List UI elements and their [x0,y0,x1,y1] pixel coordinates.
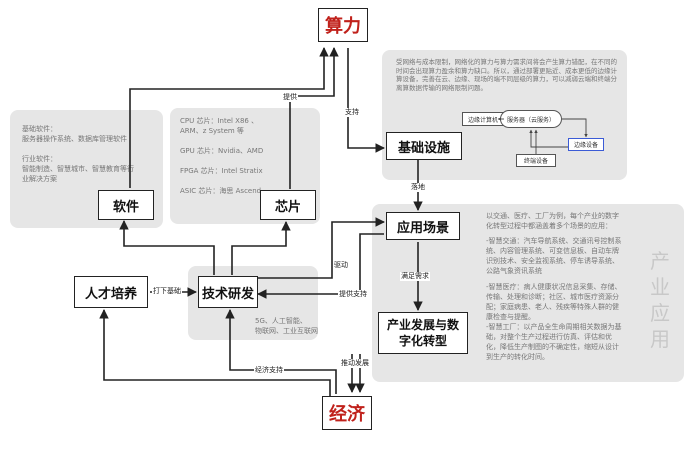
edge-label-provide: 提供 [282,93,298,102]
edge-label-support: 支持 [344,108,360,117]
edge-label-landing: 落地 [410,183,426,192]
apps-factory: -智慧工厂：以产品全生命周期相关数据为基础，对整个生产过程进行仿真、评估和优化，… [486,323,622,361]
infra-description: 受网络与成本限制，网络化的算力与算力需求间将会产生算力错配，在不同的时间会出现算… [396,58,617,92]
rencai-peiyang-node: 人才培养 [74,276,148,308]
edge-label-promote: 推动发展 [340,359,370,368]
xinpian-node: 芯片 [260,190,316,220]
industry-application-title: 产业应用 [650,249,670,351]
mini-terminal-device: 终端设备 [516,154,556,167]
jishu-yanfa-node: 技术研发 [198,276,258,308]
edge-label-lay-foundation: 打下基础 [152,287,182,296]
software-description: 基础软件： 服务器操作系统、数据库管理软件 行业软件： 智能制造、智慧城市、智慧… [22,125,134,183]
edge-label-economic-support: 经济支持 [254,366,284,375]
jingji-node: 经济 [322,396,372,430]
apps-traffic: -智慧交通：汽车导航系统、交通讯号控制系统、内容管理系统、可变信息板、自动车牌识… [486,237,622,275]
edge-label-provide-support: 提供支持 [338,290,368,299]
chips-description: CPU 芯片：Intel X86 、 ARM、z System 等 GPU 芯片… [180,117,264,195]
mini-edge-device: 边缘设备 [568,138,604,151]
yingyong-changjing-node: 应用场景 [386,212,460,240]
suanli-node: 算力 [318,8,368,42]
chanye-fazhan-node: 产业发展与数字化转型 [378,312,468,354]
apps-intro: 以交通、医疗、工厂为例，每个产业的数字化转型过程中都涵盖着多个场景的应用： [486,212,619,230]
apps-medical: -智慧医疗：病人健康状况信息采集、存储、传输、处理和诊断；社区、城市医疗资源分配… [486,283,622,321]
edge-label-meet-demand: 满足需求 [400,272,430,281]
mini-edge-compute: 边缘计算机 [462,112,504,126]
ruanjian-node: 软件 [98,190,154,220]
tech-description: 5G、人工智能、 物联网、工业互联网 [255,317,318,335]
edge-label-drive: 驱动 [333,261,349,270]
jichu-sheshi-node: 基础设施 [386,132,462,160]
